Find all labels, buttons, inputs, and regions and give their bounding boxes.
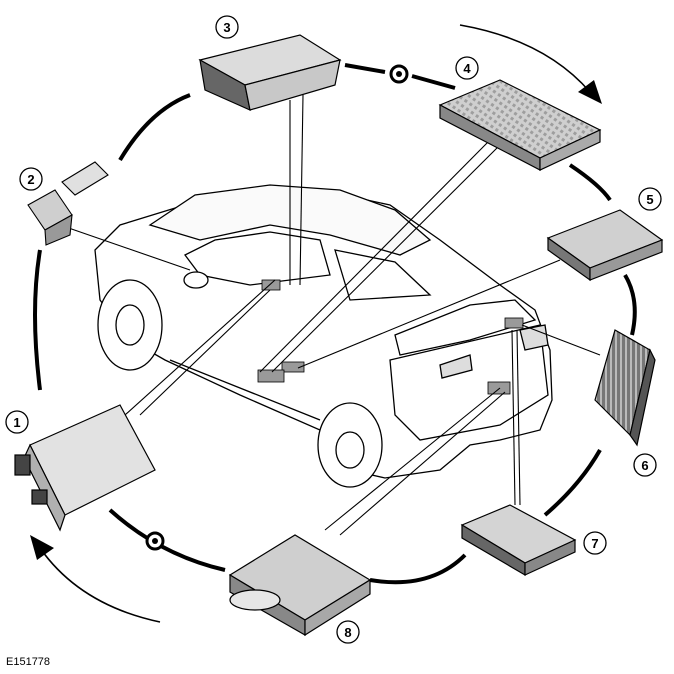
callout-6: 6 <box>633 453 657 477</box>
module-5-icon <box>546 209 664 282</box>
direction-arrow-top <box>459 24 602 104</box>
module-1-icon <box>14 404 156 532</box>
module-4-icon <box>438 79 602 171</box>
ring-symbol-top <box>389 64 409 84</box>
callout-2-label: 2 <box>27 172 34 187</box>
callout-7: 7 <box>583 531 607 555</box>
callout-3-label: 3 <box>223 20 230 35</box>
module-7-icon <box>460 504 577 577</box>
callout-6-label: 6 <box>641 458 648 473</box>
callout-5: 5 <box>638 187 662 211</box>
module-3-icon <box>198 34 342 112</box>
callout-3: 3 <box>215 15 239 39</box>
callout-1-label: 1 <box>13 415 20 430</box>
ring-symbol-bottom <box>145 531 165 551</box>
callout-8-label: 8 <box>344 625 351 640</box>
callout-2: 2 <box>19 167 43 191</box>
leader-lines <box>59 94 601 536</box>
direction-arrow-bottom <box>30 535 161 623</box>
callout-4-label: 4 <box>463 61 471 76</box>
vehicle-illustration <box>94 184 553 488</box>
callout-4: 4 <box>455 56 479 80</box>
module-8-icon <box>228 534 372 637</box>
most-ring <box>33 63 637 585</box>
vehicle-module-markers <box>257 279 524 395</box>
callout-1: 1 <box>5 410 29 434</box>
callout-5-label: 5 <box>646 192 653 207</box>
module-6-icon <box>594 329 656 447</box>
figure-id-label: E151778 <box>6 656 51 668</box>
callout-8: 8 <box>336 620 360 644</box>
callout-7-label: 7 <box>591 536 598 551</box>
module-2-icon <box>27 161 109 246</box>
